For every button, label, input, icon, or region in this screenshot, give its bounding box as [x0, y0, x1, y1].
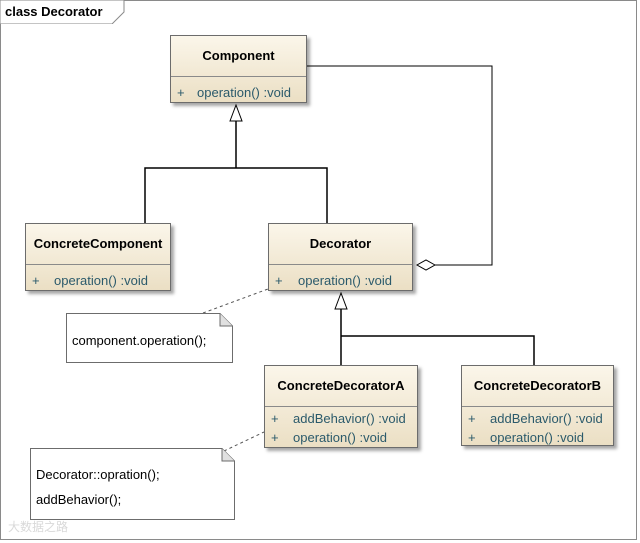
member-signature: operation() :void	[54, 273, 148, 288]
frame-tab: class Decorator	[0, 0, 125, 25]
class-concrete-decorator-a[interactable]: ConcreteDecoratorA + addBehavior() :void…	[264, 365, 418, 448]
member-visibility: +	[468, 411, 476, 426]
class-member: + operation() :void	[26, 271, 170, 290]
note-shape	[30, 448, 235, 520]
class-member: + addBehavior() :void	[462, 409, 613, 428]
member-visibility: +	[271, 411, 279, 426]
note-decorator[interactable]: component.operation();	[66, 313, 233, 363]
watermark: 大数据之路	[8, 520, 69, 534]
class-name: ConcreteDecoratorB	[462, 366, 613, 407]
member-signature: operation() :void	[490, 430, 584, 445]
class-members: + addBehavior() :void + operation() :voi…	[265, 407, 417, 451]
class-name: ConcreteComponent	[26, 224, 170, 265]
note-concrete-decorator-a[interactable]: Decorator::opration(); addBehavior();	[30, 448, 235, 520]
note-text-line-1: Decorator::opration();	[36, 467, 160, 482]
note-anchor-decorator	[202, 288, 269, 314]
generalization-arrowhead-component	[229, 103, 243, 122]
member-signature: addBehavior() :void	[293, 411, 406, 426]
frame-title: class Decorator	[5, 4, 103, 19]
frame-tab-shape	[0, 0, 125, 25]
member-signature: operation() :void	[293, 430, 387, 445]
member-visibility: +	[271, 430, 279, 445]
aggregation-line	[306, 65, 493, 266]
class-member: + operation() :void	[171, 83, 306, 102]
class-member: + operation() :void	[265, 428, 417, 447]
generalization-arrowhead-decorator	[334, 291, 348, 310]
class-decorator[interactable]: Decorator + operation() :void	[268, 223, 413, 291]
member-visibility: +	[32, 273, 40, 288]
member-signature: addBehavior() :void	[490, 411, 603, 426]
class-member: + operation() :void	[462, 428, 613, 447]
member-signature: operation() :void	[197, 85, 291, 100]
aggregation-diamond	[415, 259, 437, 271]
class-members: + operation() :void	[26, 265, 170, 294]
class-members: + addBehavior() :void + operation() :voi…	[462, 407, 613, 451]
generalization-line-component	[144, 121, 328, 224]
class-name: Decorator	[269, 224, 412, 265]
generalization-line-decorator	[340, 309, 535, 366]
class-name: ConcreteDecoratorA	[265, 366, 417, 407]
class-member: + addBehavior() :void	[265, 409, 417, 428]
class-concrete-component[interactable]: ConcreteComponent + operation() :void	[25, 223, 171, 291]
note-text: component.operation();	[72, 333, 207, 348]
member-signature: operation() :void	[298, 273, 392, 288]
class-component[interactable]: Component + operation() :void	[170, 35, 307, 103]
member-visibility: +	[177, 85, 185, 100]
member-visibility: +	[275, 273, 283, 288]
note-text-line-2: addBehavior();	[36, 492, 122, 507]
class-name: Component	[171, 36, 306, 77]
class-concrete-decorator-b[interactable]: ConcreteDecoratorB + addBehavior() :void…	[461, 365, 614, 446]
class-members: + operation() :void	[171, 77, 306, 106]
note-anchor-concrete-a	[223, 431, 265, 452]
note-shape	[66, 313, 233, 363]
class-member: + operation() :void	[269, 271, 412, 290]
class-members: + operation() :void	[269, 265, 412, 294]
member-visibility: +	[468, 430, 476, 445]
